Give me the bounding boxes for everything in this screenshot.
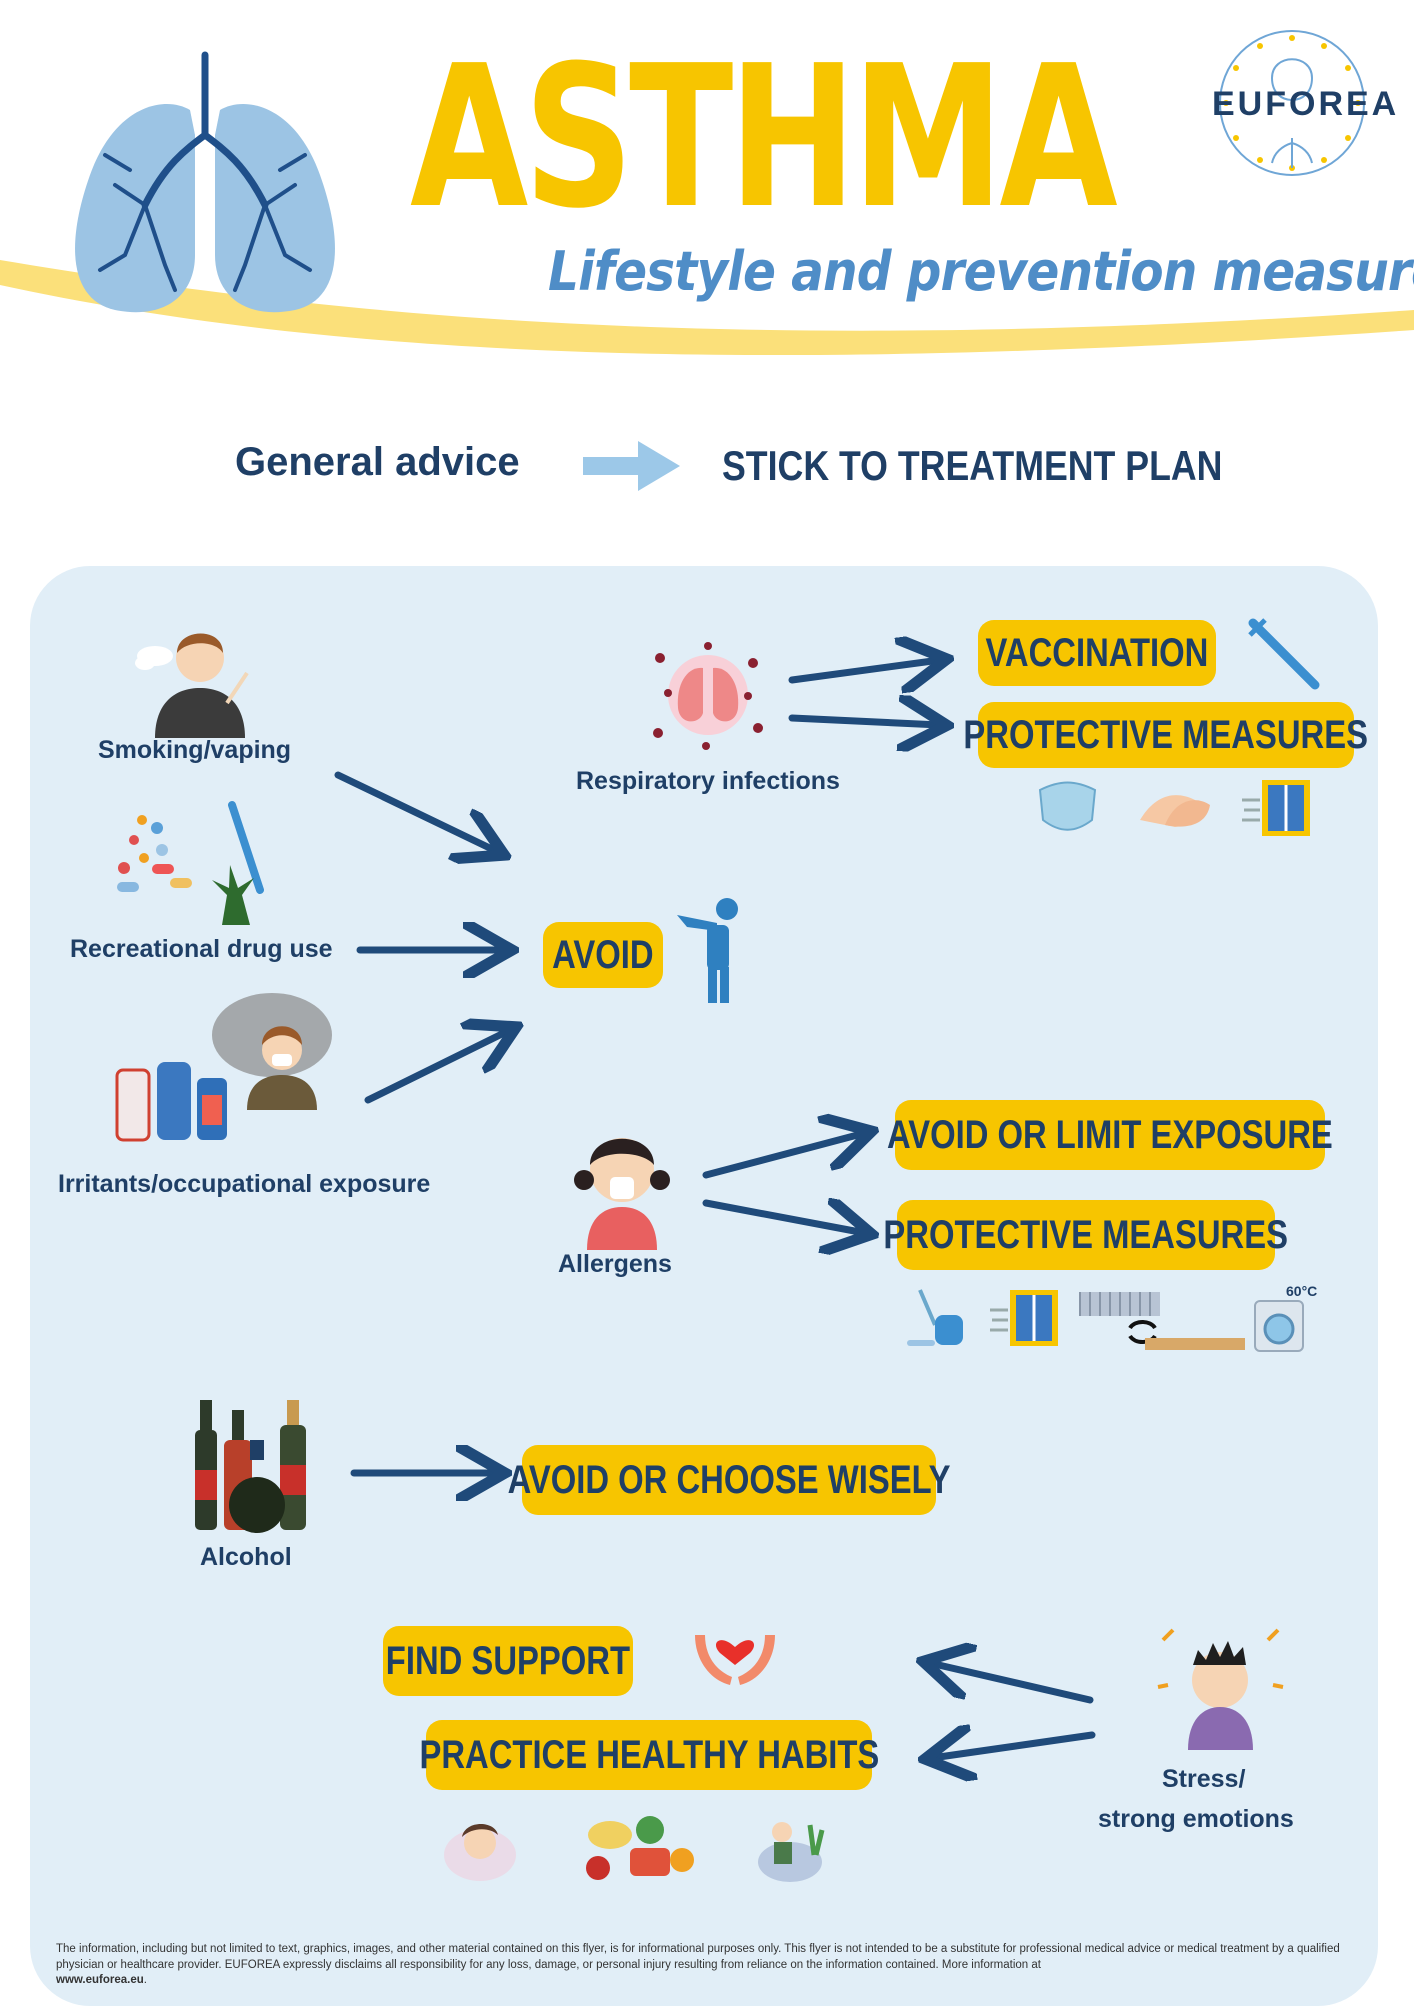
drugs-label: Recreational drug use [70,935,333,963]
euforea-logo: EUFOREA [1212,28,1400,178]
window-icon-2 [990,1290,1058,1346]
find-support-pill: FIND SUPPORT [383,1626,633,1696]
avoid-limit-pill: AVOID OR LIMIT EXPOSURE [887,1100,1333,1170]
face-mask-icon [1038,781,1097,831]
find-support-text: FIND SUPPORT [385,1638,631,1683]
lungs-icon [75,51,335,313]
relaxing-person-icon [758,1822,825,1882]
smoking-person-icon [135,633,249,738]
vaccination-text: VACCINATION [985,630,1209,675]
logo-text: EUFOREA [1212,85,1400,123]
drugs-icon [117,801,264,925]
treatment-plan-label: STICK TO TREATMENT PLAN [722,442,1223,489]
choose-wisely-pill: AVOID OR CHOOSE WISELY [508,1445,950,1515]
arrow-right-icon [583,441,680,491]
stressed-person-icon [1157,1628,1284,1750]
disclaimer-text: The information, including but not limit… [56,1943,1340,1971]
vacuum-icon [907,1289,963,1346]
irritants-icon [115,993,332,1142]
avoid-limit-text: AVOID OR LIMIT EXPOSURE [887,1112,1333,1157]
temperature-label: 60°C [1286,1283,1318,1299]
alcohol-label: Alcohol [200,1543,292,1571]
irritants-label: Irritants/occupational exposure [58,1170,431,1198]
avoid-pill: AVOID [543,922,663,988]
protective-measures-text-2: PROTECTIVE MEASURES [883,1212,1289,1257]
vaccination-pill: VACCINATION [978,620,1216,686]
healthy-habits-pill: PRACTICE HEALTHY HABITS [419,1720,879,1790]
protective-measures-pill-2: PROTECTIVE MEASURES [884,1200,1288,1270]
syringe-icon [1248,618,1320,690]
choose-wisely-text: AVOID OR CHOOSE WISELY [507,1457,951,1502]
smoking-label: Smoking/vaping [98,736,292,764]
disclaimer: The information, including but not limit… [56,1943,1340,1987]
page-subtitle: Lifestyle and prevention measures [548,240,1414,303]
header-swoosh [0,260,1414,356]
page-title: ASTHMA [410,24,1118,252]
carpet-to-floor-icon [1079,1292,1245,1350]
protective-measures-pill-1: PROTECTIVE MEASURES [964,702,1368,768]
healthy-habits-text: PRACTICE HEALTHY HABITS [419,1732,879,1777]
stress-label-line1: Stress/ [1162,1765,1246,1793]
washing-machine-icon [1254,1300,1304,1352]
heart-hands-icon [695,1635,775,1685]
avoid-text: AVOID [552,932,654,977]
infections-label: Respiratory infections [576,767,840,795]
stress-label-line2: strong emotions [1098,1805,1294,1833]
window-icon [1242,780,1310,836]
stop-gesture-icon [677,898,738,1003]
allergens-label: Allergens [558,1250,672,1278]
protective-measures-text-1: PROTECTIVE MEASURES [963,712,1369,757]
sleeping-woman-icon [444,1823,516,1881]
virus-lungs-icon [653,642,763,750]
hand-washing-icon [1140,795,1210,827]
website-link[interactable]: www.euforea.eu [56,1974,144,1987]
general-advice-label: General advice [235,440,520,484]
logo-emblem-icon [1219,30,1365,176]
sneezing-girl-icon [574,1138,670,1250]
healthy-food-icon [586,1816,694,1880]
alcohol-bottles-icon [195,1400,306,1533]
